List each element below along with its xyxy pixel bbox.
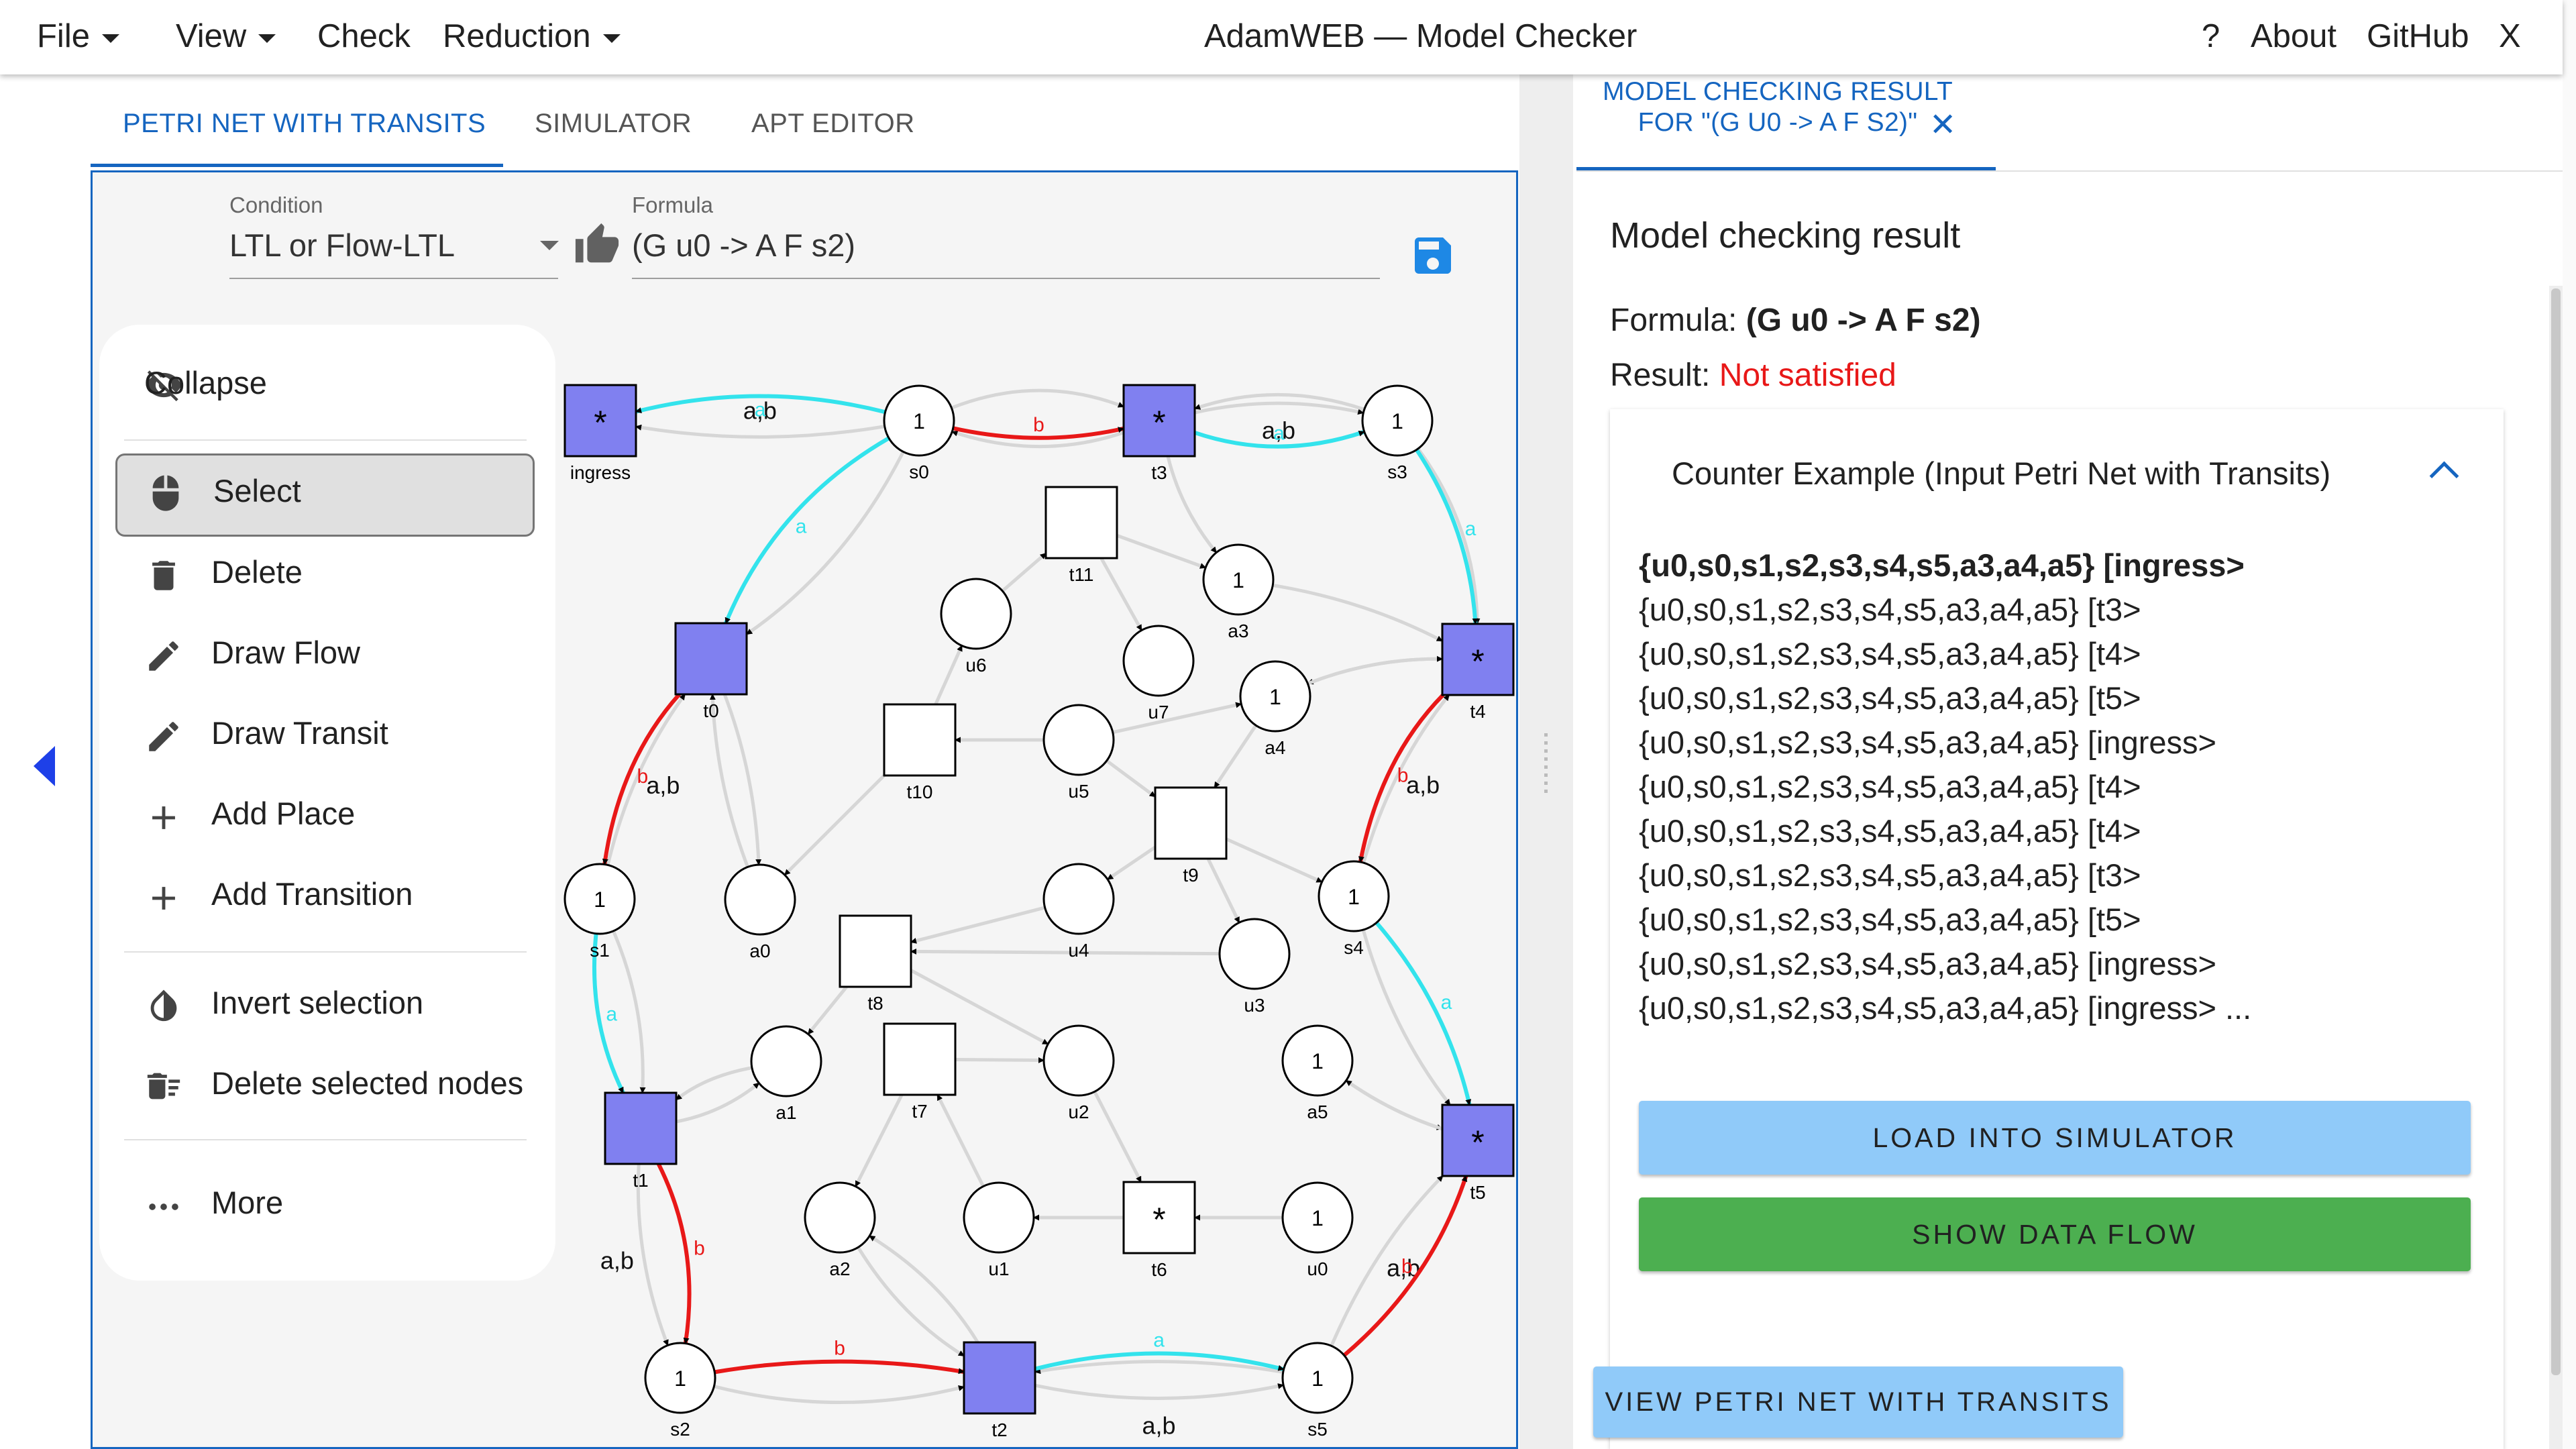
menu-reduction[interactable]: Reduction [443,18,621,55]
about-button[interactable]: About [2251,18,2337,54]
result-status-value: Not satisfied [1719,358,1896,393]
counter-example-card [1610,409,2504,1449]
menu-bar: File View Check Reduction AdamWEB — Mode… [0,0,2563,74]
add-transition-menu-item[interactable]: Add Transition [211,876,413,912]
condition-label: Condition [229,193,323,217]
more-horizontal-icon [149,1203,178,1210]
trash-icon [152,561,175,590]
active-tab-indicator [1576,167,1996,170]
add-place-menu-item[interactable]: Add Place [211,796,356,831]
formula-result-label: Formula: [1610,303,1737,338]
menu-separator [124,951,527,953]
tab-model-checking-result[interactable]: MODEL CHECKING RESULT FOR "(G U0 -> A F … [1602,77,1953,138]
draw-transit-menu-item[interactable]: Draw Transit [211,715,388,751]
menu-separator [124,1139,527,1140]
mouse-icon [152,475,179,511]
menu-file-label: File [37,18,90,54]
eye-off-icon [146,370,182,402]
menu-file[interactable]: File [37,18,119,55]
collapse-menu-item[interactable]: Collapse [144,365,267,400]
plus-icon [152,806,175,829]
menu-view-label: View [176,18,247,54]
active-tab-indicator [91,164,503,167]
close-tab-icon[interactable]: ✕ [1929,107,1957,143]
formula-line: Formula: (G u0 -> A F s2) [1610,302,1981,339]
pencil-icon [149,641,178,671]
condition-select[interactable]: LTL or Flow-LTL [229,227,455,263]
select-menu-item[interactable]: Select [213,473,301,508]
load-into-simulator-button[interactable]: LOAD INTO SIMULATOR [1639,1101,2471,1175]
result-status-label: Result: [1610,358,1711,393]
select-menu-item-box[interactable] [115,453,535,537]
chevron-down-icon [258,34,276,43]
delete-selected-nodes-menu-item[interactable]: Delete selected nodes [211,1065,524,1101]
counter-example-header[interactable]: Counter Example (Input Petri Net with Tr… [1672,455,2331,491]
show-data-flow-button[interactable]: SHOW DATA FLOW [1639,1197,2471,1271]
more-menu-item[interactable]: More [211,1185,284,1220]
formula-label: Formula [632,193,714,217]
left-tab-bar [91,74,1519,170]
save-icon[interactable] [1409,231,1457,280]
trace-step: {u0,s0,s1,s2,s3,s4,s5,a3,a4,a5} [t3> [1639,857,2141,893]
help-button[interactable]: ? [2202,18,2220,54]
invert-selection-menu-item[interactable]: Invert selection [211,985,424,1020]
trace-step: {u0,s0,s1,s2,s3,s4,s5,a3,a4,a5} [t5> [1639,680,2141,716]
menu-check[interactable]: Check [317,18,411,54]
drag-handle-icon[interactable] [1544,733,1548,797]
pencil-icon [149,722,178,751]
invert-colors-icon [150,989,177,1022]
trace-step: {u0,s0,s1,s2,s3,s4,s5,a3,a4,a5} [t5> [1639,902,2141,937]
tab-simulator[interactable]: SIMULATOR [535,109,692,138]
tab-apt-editor[interactable]: APT EDITOR [751,109,915,138]
menu-view[interactable]: View [176,18,276,55]
menu-reduction-label: Reduction [443,18,591,54]
trace-step: {u0,s0,s1,s2,s3,s4,s5,a3,a4,a5} [t4> [1639,813,2141,849]
trace-step: {u0,s0,s1,s2,s3,s4,s5,a3,a4,a5} [ingress… [1639,946,2216,981]
result-scroll-thumb[interactable] [2551,288,2561,1375]
menu-separator [124,439,527,441]
result-line: Result: Not satisfied [1610,357,1896,394]
chevron-down-icon [602,34,621,43]
trace-step: {u0,s0,s1,s2,s3,s4,s5,a3,a4,a5} [ingress… [1639,724,2216,760]
view-petri-net-button[interactable]: VIEW PETRI NET WITH TRANSITS [1593,1366,2123,1438]
tab-divider [1576,170,2563,172]
trace-step: {u0,s0,s1,s2,s3,s4,s5,a3,a4,a5} [t3> [1639,592,2141,627]
condition-dropdown-icon[interactable] [540,241,559,250]
close-button[interactable]: X [2499,18,2521,54]
formula-input[interactable]: (G u0 -> A F s2) [632,227,856,263]
result-title: Model checking result [1610,215,1961,256]
formula-underline [632,278,1380,279]
tab-petri-net-with-transits[interactable]: PETRI NET WITH TRANSITS [123,109,486,138]
thumbs-up-icon [575,223,619,263]
draw-flow-menu-item[interactable]: Draw Flow [211,635,360,670]
trace-step: {u0,s0,s1,s2,s3,s4,s5,a3,a4,a5} [t4> [1639,769,2141,804]
condition-underline [229,278,558,279]
collapse-left-icon[interactable] [34,746,55,786]
delete-sweep-icon [147,1073,180,1099]
chevron-down-icon [101,34,119,43]
trace-step: {u0,s0,s1,s2,s3,s4,s5,a3,a4,a5} [ingress… [1639,547,2245,583]
github-button[interactable]: GitHub [2367,18,2469,54]
formula-result-value: (G u0 -> A F s2) [1746,303,1981,338]
plus-icon [152,887,175,910]
trace-step: {u0,s0,s1,s2,s3,s4,s5,a3,a4,a5} [t4> [1639,636,2141,672]
app-title: AdamWEB — Model Checker [1204,18,1638,54]
trace-step: {u0,s0,s1,s2,s3,s4,s5,a3,a4,a5} [ingress… [1639,990,2252,1026]
delete-menu-item[interactable]: Delete [211,554,303,590]
